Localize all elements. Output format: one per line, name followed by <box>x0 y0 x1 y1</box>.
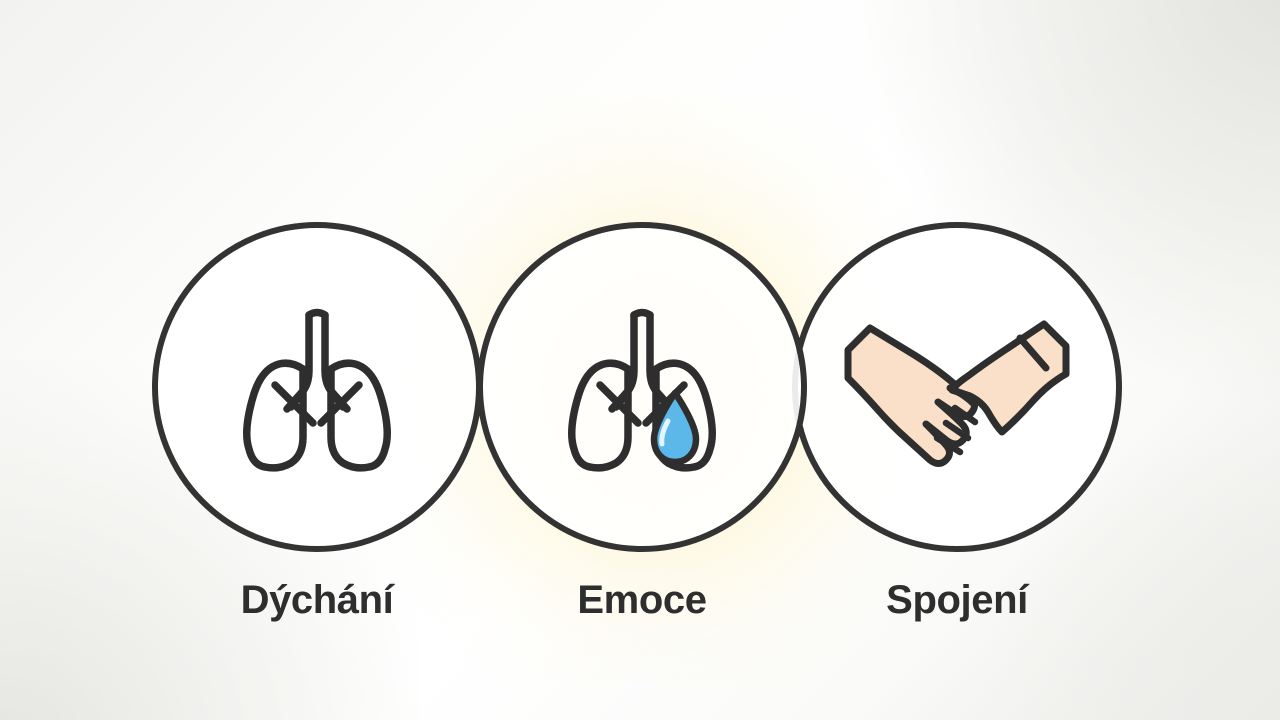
node-label-emotions: Emoce <box>577 578 707 622</box>
background-vignette-bottom-right <box>980 420 1280 720</box>
background-vignette-bottom-left <box>0 360 420 720</box>
node-label-connection: Spojení <box>886 578 1028 622</box>
node-label-breathing: Dýchání <box>240 578 394 622</box>
